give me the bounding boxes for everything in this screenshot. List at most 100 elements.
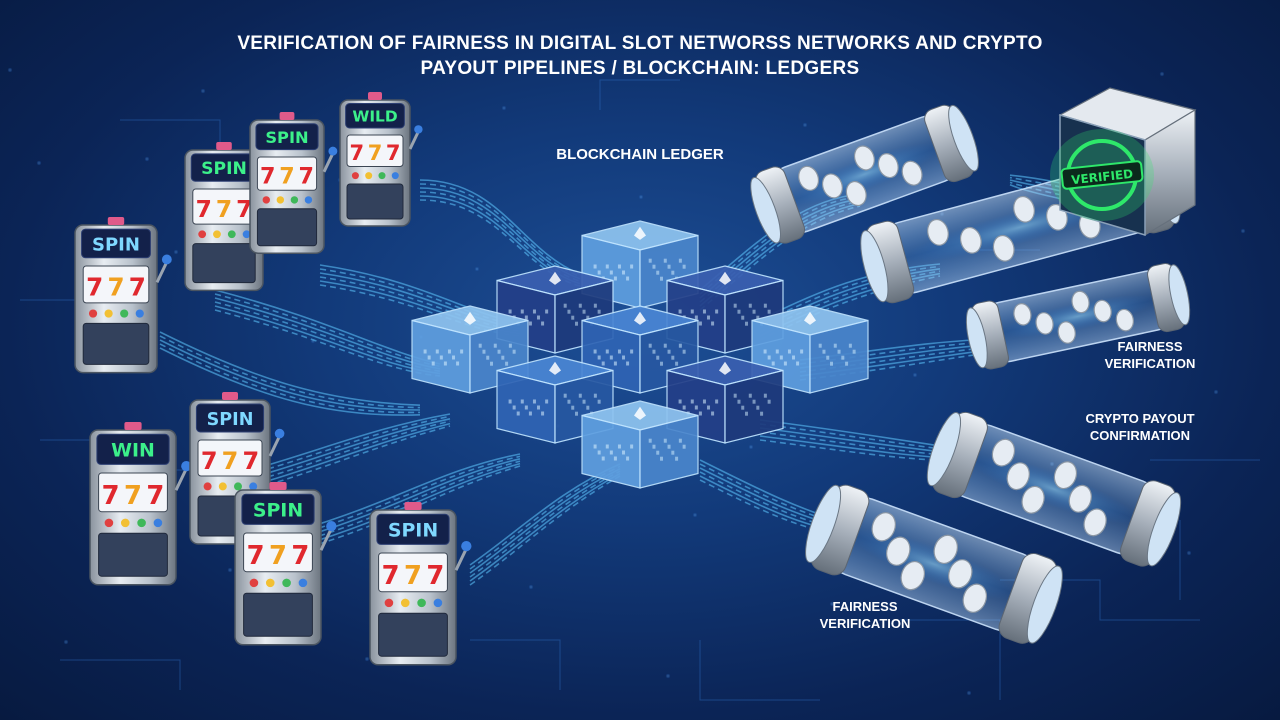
binary-digit	[760, 411, 764, 416]
circuit-trace	[20, 299, 81, 340]
coin	[991, 438, 1016, 467]
binary-digit	[597, 309, 601, 314]
slot-sign-text: SPIN	[388, 520, 438, 542]
circuit-node	[1213, 389, 1219, 395]
binary-digit	[541, 411, 545, 416]
slot-reel-symbol: 7	[260, 164, 275, 190]
circuit-node	[912, 372, 918, 378]
slot-button	[265, 578, 275, 588]
slot-top-light	[216, 142, 232, 150]
binary-digit	[490, 361, 494, 366]
binary-digit	[493, 343, 497, 348]
binary-digit	[582, 399, 586, 404]
slot-lever-knob	[461, 540, 472, 552]
binary-digit	[678, 258, 682, 263]
binary-digit	[617, 349, 621, 354]
coin	[992, 234, 1015, 262]
binary-digit	[648, 258, 652, 263]
binary-digit	[601, 456, 605, 461]
data-stream-line	[299, 455, 521, 535]
ledger-block	[581, 400, 699, 489]
circuit-trace	[599, 79, 680, 110]
slot-lever-knob	[414, 125, 423, 134]
binary-digit	[830, 361, 834, 366]
crypto-payout-confirmation-label: CRYPTO PAYOUT CONFIRMATION	[1085, 411, 1195, 443]
slot-base-panel	[98, 532, 168, 577]
verified-text: VERIFIED	[1071, 167, 1134, 187]
data-stream-line	[469, 470, 621, 578]
binary-digit	[767, 309, 771, 314]
coin	[1006, 462, 1030, 491]
coin	[1013, 195, 1035, 223]
binary-digit	[582, 309, 586, 314]
ethereum-icon	[464, 311, 476, 325]
binary-digit	[626, 361, 630, 366]
slot-button	[276, 196, 285, 204]
binary-digit	[852, 349, 856, 354]
data-stream-line	[159, 335, 421, 409]
binary-digit	[818, 343, 822, 348]
slot-reel-symbol: 7	[86, 273, 103, 302]
pipe-opening	[1146, 492, 1182, 567]
slot-sign-text: SPIN	[253, 500, 303, 522]
slot-button	[433, 598, 443, 608]
binary-digit	[648, 438, 652, 443]
slot-top-light	[368, 92, 382, 100]
binary-digit	[575, 411, 579, 416]
binary-digit	[593, 393, 597, 398]
slot-reel-symbol: 7	[426, 561, 444, 591]
binary-digit	[609, 270, 613, 275]
blockchain-ledger-cubes	[411, 220, 869, 489]
slot-reel-window	[82, 265, 150, 304]
badge-banner	[1060, 160, 1144, 190]
slot-reel-window	[243, 532, 313, 573]
circuit-node	[364, 656, 370, 662]
slot-button	[234, 482, 242, 491]
slot-top-light	[269, 482, 287, 490]
slot-sign-panel	[345, 103, 405, 129]
data-stream-line	[214, 309, 441, 377]
binary-digit	[767, 355, 771, 360]
data-stream-line	[159, 339, 421, 411]
ethereum-icon	[634, 311, 646, 325]
data-stream-line	[759, 427, 961, 455]
slot-base-panel	[256, 208, 318, 247]
slot-lever	[319, 528, 333, 551]
binary-digit	[694, 405, 698, 410]
binary-digit	[439, 355, 443, 360]
binary-digit	[678, 309, 682, 314]
binary-digit	[660, 361, 664, 366]
binary-digit	[605, 349, 609, 354]
binary-digit	[775, 349, 779, 354]
pipeline	[805, 484, 1063, 644]
binary-digit	[682, 405, 686, 410]
coin	[886, 536, 911, 566]
binary-digit	[532, 399, 536, 404]
circuit-trace	[470, 639, 561, 690]
slot-reel-symbol: 7	[201, 447, 218, 475]
binary-digit	[508, 309, 512, 314]
slot-reel-symbol: 7	[129, 273, 146, 302]
binary-digit	[833, 343, 837, 348]
binary-digit	[667, 264, 671, 269]
pipe-opening	[965, 307, 988, 369]
binary-digit	[792, 355, 796, 360]
binary-digit	[443, 361, 447, 366]
binary-digit	[593, 444, 597, 449]
data-stream-line	[419, 179, 581, 275]
binary-digit	[630, 264, 634, 269]
slot-base-panel	[378, 612, 448, 657]
circuit-node	[144, 156, 150, 162]
fairness-verification-label-bottom: FAIRNESS VERIFICATION	[819, 599, 911, 631]
slot-lever-knob	[161, 254, 172, 265]
binary-digit	[648, 343, 652, 348]
slot-sign-text: WILD	[352, 108, 397, 126]
data-stream-line	[469, 468, 621, 574]
coin	[901, 160, 923, 186]
data-stream-line	[214, 293, 441, 368]
binary-digit	[597, 399, 601, 404]
slot-reel-symbol: 7	[102, 481, 120, 511]
binary-digit	[567, 309, 571, 314]
